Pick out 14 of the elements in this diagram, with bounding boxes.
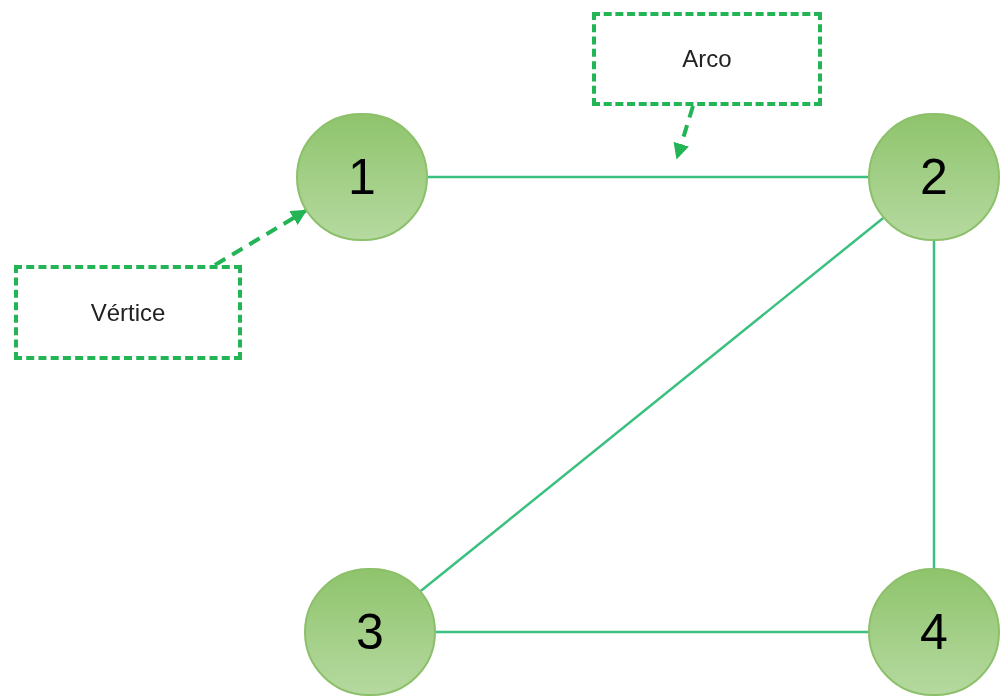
graph-edge — [428, 175, 868, 179]
vertex-number: 2 — [920, 152, 948, 202]
vertex-number: 3 — [356, 607, 384, 657]
graph-edge — [436, 630, 868, 634]
leader-line — [213, 208, 308, 267]
vertex-number: 4 — [920, 607, 948, 657]
callout-box — [14, 265, 242, 360]
graph-edge — [419, 216, 885, 593]
leader-line — [673, 105, 695, 160]
callout-text: Vértice — [90, 300, 166, 325]
callout-box — [592, 12, 822, 106]
callout-text: Arco — [682, 47, 732, 71]
vertex-number: 1 — [348, 152, 376, 202]
graph-edge — [932, 241, 936, 568]
